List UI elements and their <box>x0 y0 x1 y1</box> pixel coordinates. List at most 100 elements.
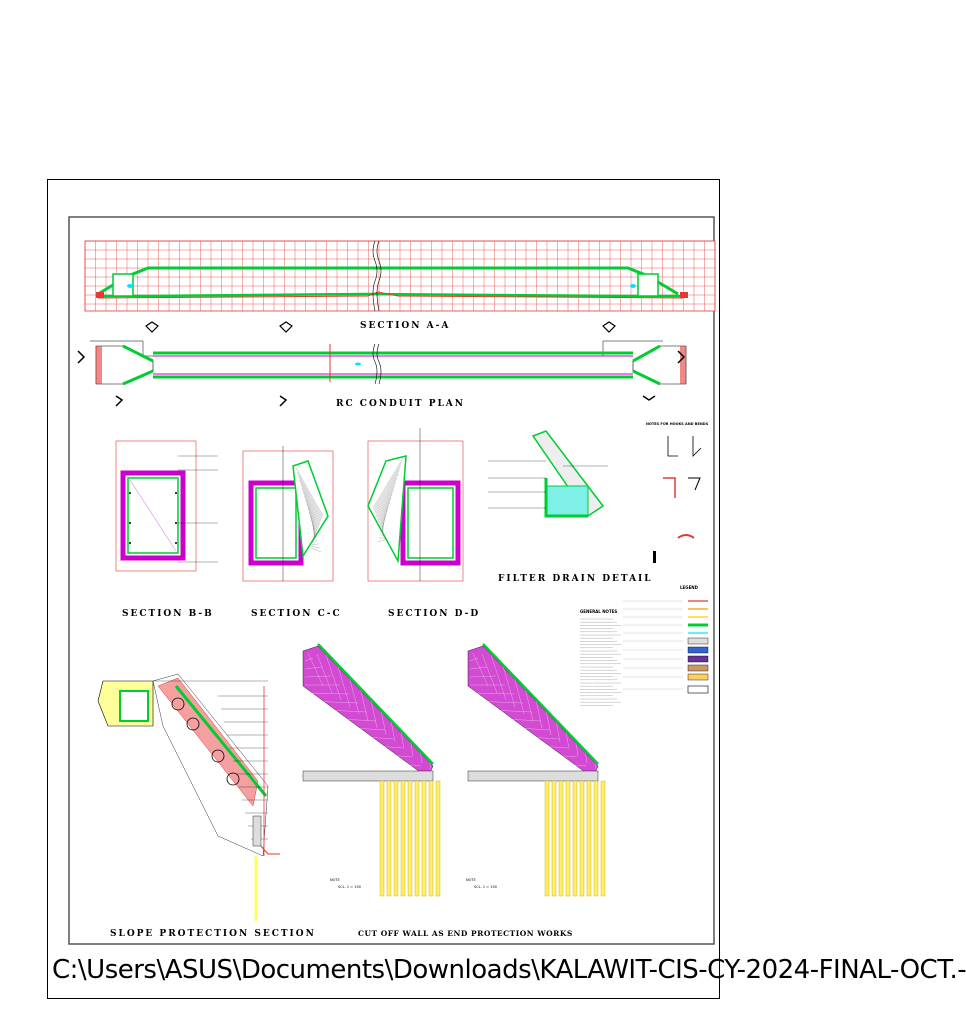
drawing-line <box>424 665 441 778</box>
drawing-line <box>370 659 387 736</box>
inner-border <box>68 216 715 945</box>
drawing-line <box>300 483 321 523</box>
drawing-line <box>316 653 333 694</box>
drawing-line <box>481 653 498 694</box>
drawing-line <box>380 509 388 528</box>
drawing-line <box>544 660 561 743</box>
rc-conduit-plan-drawing <box>77 321 687 407</box>
drawing-line <box>379 660 396 743</box>
drawing-line <box>304 732 395 740</box>
pile <box>558 780 564 897</box>
drawing-line <box>380 533 385 537</box>
drawing-line <box>313 531 316 541</box>
drawing-line <box>472 652 489 687</box>
drawing-line <box>469 724 551 731</box>
drawing-line <box>535 659 552 736</box>
drawing-line <box>304 692 350 695</box>
pile <box>586 780 592 897</box>
drawing-line <box>469 740 569 749</box>
pile <box>593 780 599 897</box>
pile <box>428 780 434 897</box>
drawing-line <box>304 748 413 758</box>
pile <box>400 780 406 897</box>
scale-note-b: SCL. 1 = 150 <box>474 885 497 889</box>
pile <box>386 780 392 897</box>
hooks-notes-heading: NOTES FOR HOOKS AND BENDS <box>646 422 709 426</box>
drawing-line <box>310 545 321 549</box>
drawing-line <box>580 664 597 771</box>
drawing-line <box>310 547 322 553</box>
pile <box>393 780 399 897</box>
drawing-line <box>377 539 386 543</box>
note-a: NOTE <box>330 878 340 882</box>
drawing-line <box>378 497 392 524</box>
drawing-line <box>469 708 533 713</box>
cut-off-wall-right: NOTE SCL. 1 = 150 <box>466 643 606 897</box>
filter-drain-title: FILTER DRAIN DETAIL <box>498 574 653 584</box>
hooks-notes-drawing: NOTES FOR HOOKS AND BENDS <box>646 422 709 563</box>
drawing-line <box>469 716 542 722</box>
drawing-line <box>589 665 606 778</box>
drawing-line <box>469 748 578 758</box>
drawing-line <box>374 469 400 513</box>
drawing-line <box>381 513 387 530</box>
pile <box>579 780 585 897</box>
drawing-line <box>343 656 360 715</box>
drawing-line <box>388 661 405 750</box>
legend-heading: LEGEND <box>680 585 699 590</box>
drawing-line <box>469 692 515 695</box>
drawing-line <box>304 708 368 713</box>
drawing-line <box>311 543 319 545</box>
drawing-line <box>378 493 393 522</box>
general-notes-heading: GENERAL NOTES <box>580 609 617 614</box>
cut-off-wall-title: CUT OFF WALL AS END PROTECTION WORKS <box>358 929 573 938</box>
legend-drawing: LEGEND <box>623 585 709 694</box>
drawing-line <box>377 485 395 519</box>
drawing-line <box>380 505 389 527</box>
section-cc-title: SECTION C-C <box>251 609 342 619</box>
slope-protection-title: SLOPE PROTECTION SECTION <box>110 929 316 939</box>
drawing-line <box>303 491 320 526</box>
pile <box>600 780 606 897</box>
section-aa-title: SECTION A-A <box>360 321 450 331</box>
drawing-line <box>372 457 404 509</box>
drawing-line <box>312 523 315 538</box>
drawing-line <box>379 501 390 525</box>
drawing-line <box>526 658 543 729</box>
drawing-line <box>469 700 524 704</box>
drawing-line <box>310 515 316 535</box>
drawing-line <box>301 487 321 524</box>
section-bb-drawing <box>115 440 218 572</box>
drawing-line <box>306 503 318 530</box>
drawing-line <box>304 495 319 527</box>
section-dd-title: SECTION D-D <box>388 609 480 619</box>
drawing-line <box>376 481 396 518</box>
drawing-line <box>381 529 384 536</box>
drawing-line <box>373 461 402 510</box>
drawing-line <box>304 700 359 704</box>
section-aa-drawing <box>84 240 716 312</box>
drawing-line <box>375 473 399 515</box>
slope-protection-drawing <box>97 673 280 921</box>
section-bb-title: SECTION B-B <box>122 609 214 619</box>
rc-conduit-plan-title: RC CONDUIT PLAN <box>336 399 465 409</box>
drawing-line <box>469 732 560 740</box>
drawing-line <box>304 716 377 722</box>
drawing-line <box>312 535 317 542</box>
file-path-text: C:\Users\ASUS\Documents\Downloads\KALAWI… <box>52 955 966 985</box>
drawing-line <box>304 675 332 678</box>
pile <box>544 780 550 897</box>
drawing-line <box>299 479 322 521</box>
pile <box>572 780 578 897</box>
drawing-line <box>382 525 384 534</box>
drawing-line <box>295 467 324 517</box>
drawing-line <box>304 740 404 749</box>
drawing-line <box>571 663 588 764</box>
drawing-line <box>508 656 525 715</box>
pile <box>551 780 557 897</box>
filter-drain-drawing <box>488 430 608 518</box>
drawing-line <box>406 663 423 764</box>
drawing-line <box>298 475 322 520</box>
section-cc-drawing <box>242 446 334 582</box>
drawing-line <box>304 756 422 767</box>
